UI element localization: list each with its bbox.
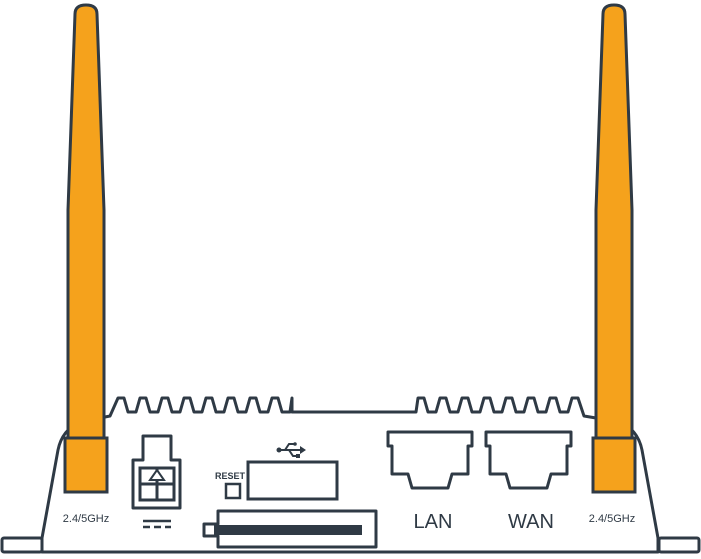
left-mounting-tab [0, 536, 44, 554]
antenna-right-label: 2.4/5GHz [589, 513, 635, 525]
usb-icon [276, 442, 306, 458]
antenna-left-label: 2.4/5GHz [63, 513, 109, 525]
right-antenna [591, 3, 637, 494]
dc-power-port[interactable] [131, 434, 182, 510]
lan-port[interactable] [386, 430, 474, 490]
reset-label: RESET [215, 471, 246, 481]
reset-button[interactable] [224, 482, 242, 500]
wan-label: WAN [508, 511, 554, 533]
dc-power-icon [143, 519, 171, 529]
card-slot[interactable] [202, 509, 378, 549]
wan-port[interactable] [484, 430, 573, 490]
left-antenna [63, 3, 109, 494]
usb-port[interactable] [246, 460, 339, 501]
lan-label: LAN [414, 511, 453, 533]
right-mounting-tab [657, 536, 701, 554]
